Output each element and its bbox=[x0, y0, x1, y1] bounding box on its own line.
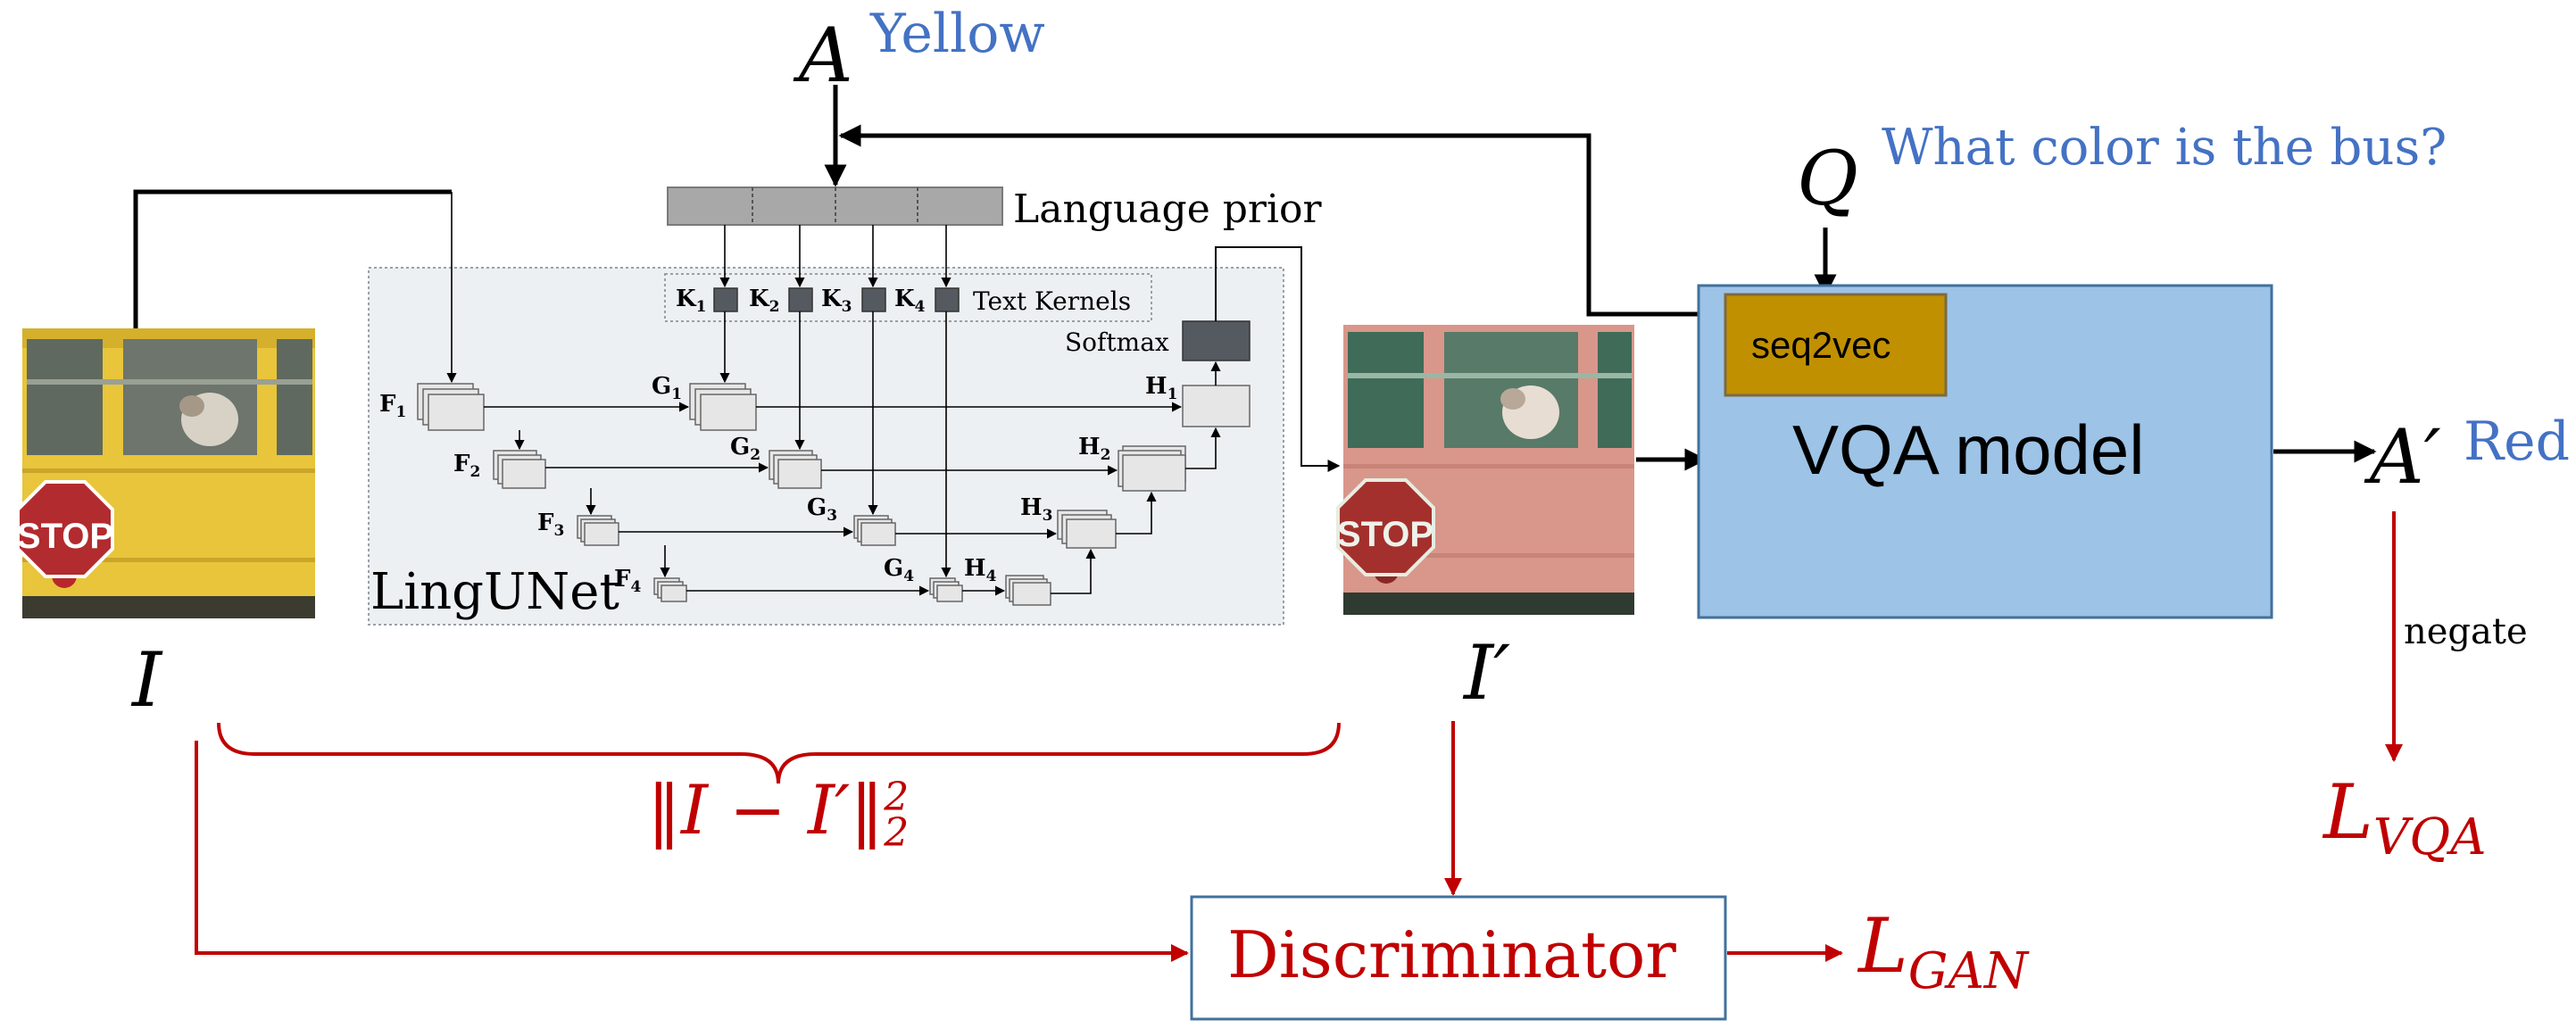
kernel-label-2: K2 bbox=[749, 286, 780, 317]
h-label-2: H2 bbox=[1078, 434, 1111, 465]
kernel-label-4: K4 bbox=[894, 286, 926, 317]
h4-stack bbox=[1005, 575, 1051, 606]
stop-sign bbox=[16, 480, 114, 578]
predicted-answer-value: Red bbox=[2464, 410, 2571, 473]
stop-sign-2-label: STOP bbox=[1337, 515, 1433, 554]
question-symbol: Q bbox=[1797, 135, 1858, 222]
g-label-4: G4 bbox=[884, 555, 915, 586]
input-image-symbol: I bbox=[132, 636, 162, 724]
f1-stack bbox=[417, 383, 485, 431]
g3-stack bbox=[853, 515, 896, 546]
negate-label: negate bbox=[2404, 611, 2528, 652]
h-label-4: H4 bbox=[964, 555, 997, 586]
discriminator-label: Discriminator bbox=[1227, 917, 1676, 992]
softmax-label: Softmax bbox=[1065, 327, 1169, 357]
answer-symbol: A bbox=[799, 12, 853, 99]
output-image: STOP bbox=[1336, 325, 1634, 615]
question-text: What color is the bus? bbox=[1882, 119, 2447, 177]
f4-stack bbox=[653, 577, 687, 602]
g2-stack bbox=[769, 450, 822, 489]
h1-block bbox=[1182, 385, 1251, 427]
h2-stack bbox=[1118, 445, 1186, 492]
f-label-1: F1 bbox=[379, 391, 407, 422]
loss-vqa: LVQA bbox=[2323, 768, 2487, 866]
h-label-1: H1 bbox=[1145, 373, 1178, 404]
g-label-1: G1 bbox=[652, 373, 683, 404]
answer-value: Yellow bbox=[870, 3, 1045, 65]
discriminator-box bbox=[1190, 895, 1727, 1021]
kernel-k4 bbox=[935, 287, 960, 312]
h-label-3: H3 bbox=[1020, 494, 1053, 526]
kernel-label-1: K1 bbox=[676, 286, 707, 317]
g4-stack bbox=[929, 577, 963, 602]
g1-stack bbox=[689, 383, 757, 431]
kernel-k2 bbox=[788, 287, 813, 312]
stop-sign-label: STOP bbox=[17, 517, 113, 556]
stop-sign-2 bbox=[1336, 478, 1435, 576]
h3-stack bbox=[1057, 510, 1117, 549]
kernel-k1 bbox=[713, 287, 738, 312]
kernel-k3 bbox=[861, 287, 886, 312]
f-label-4: F4 bbox=[614, 566, 642, 597]
language-prior-bar bbox=[667, 187, 1003, 226]
language-prior-label: Language prior bbox=[1013, 187, 1322, 232]
f2-stack bbox=[493, 450, 546, 489]
loss-gan: LGAN bbox=[1858, 902, 2028, 1000]
g-label-2: G2 bbox=[730, 434, 761, 465]
input-image: STOP bbox=[16, 328, 315, 618]
softmax-box bbox=[1182, 320, 1251, 361]
output-image-symbol: I′ bbox=[1464, 629, 1511, 717]
f-label-3: F3 bbox=[537, 510, 565, 541]
predicted-answer-symbol: A′ bbox=[2370, 413, 2441, 501]
g-label-3: G3 bbox=[807, 494, 838, 526]
lingunet-label: LingUNet bbox=[370, 563, 619, 621]
seq2vec-label: seq2vec bbox=[1751, 324, 1891, 366]
text-kernels-box bbox=[664, 273, 1152, 322]
seq2vec-box bbox=[1724, 293, 1948, 397]
text-kernels-label: Text Kernels bbox=[973, 286, 1132, 316]
reconstruction-brace bbox=[217, 722, 1341, 784]
kernel-label-3: K3 bbox=[821, 286, 852, 317]
f3-stack bbox=[577, 515, 619, 546]
vqa-model-label: VQA model bbox=[1792, 410, 2145, 489]
f-label-2: F2 bbox=[453, 451, 481, 482]
